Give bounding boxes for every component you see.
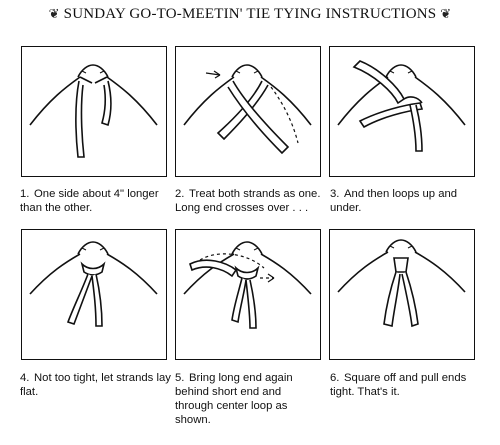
page-title: ❦ SUNDAY GO-TO-MEETIN' TIE TYING INSTRUC… xyxy=(0,6,500,23)
right-ornament-icon: ❦ xyxy=(440,6,452,21)
tie-cross-over-icon xyxy=(183,64,312,155)
step-1-panel xyxy=(21,46,167,177)
step-text: Treat both strands as one. Long end cros… xyxy=(175,188,321,214)
tie-lay-flat-icon xyxy=(29,241,158,327)
step-6-panel xyxy=(329,229,475,360)
step-text: Square off and pull ends tight. That's i… xyxy=(330,372,467,398)
tie-loop-under-icon xyxy=(337,60,466,152)
step-2-caption: 2.Treat both strands as one. Long end cr… xyxy=(175,187,335,215)
step-3-caption: 3.And then loops up and under. xyxy=(330,187,480,215)
step-text: One side about 4" longer than the other. xyxy=(20,188,159,214)
tie-draped-icon xyxy=(29,64,158,158)
step-text: And then loops up and under. xyxy=(330,188,458,214)
left-ornament-icon: ❦ xyxy=(48,6,60,21)
tie-through-loop-icon xyxy=(183,241,312,329)
title-text: SUNDAY GO-TO-MEETIN' TIE TYING INSTRUCTI… xyxy=(63,6,437,22)
step-5-caption: 5.Bring long end again behind short end … xyxy=(175,371,315,427)
step-number: 5. xyxy=(175,372,185,384)
step-6-caption: 6.Square off and pull ends tight. That's… xyxy=(330,371,480,399)
step-number: 2. xyxy=(175,188,185,200)
step-4-caption: 4.Not too tight, let strands lay flat. xyxy=(20,371,180,399)
step-number: 4. xyxy=(20,372,30,384)
step-1-caption: 1.One side about 4" longer than the othe… xyxy=(20,187,180,215)
step-2-panel xyxy=(175,46,321,177)
step-5-panel xyxy=(175,229,321,360)
step-number: 3. xyxy=(330,188,340,200)
step-4-panel xyxy=(21,229,167,360)
tie-finished-icon xyxy=(337,239,466,328)
step-3-panel xyxy=(329,46,475,177)
step-text: Bring long end again behind short end an… xyxy=(175,372,293,426)
step-number: 6. xyxy=(330,372,340,384)
step-number: 1. xyxy=(20,188,30,200)
step-text: Not too tight, let strands lay flat. xyxy=(20,372,171,398)
